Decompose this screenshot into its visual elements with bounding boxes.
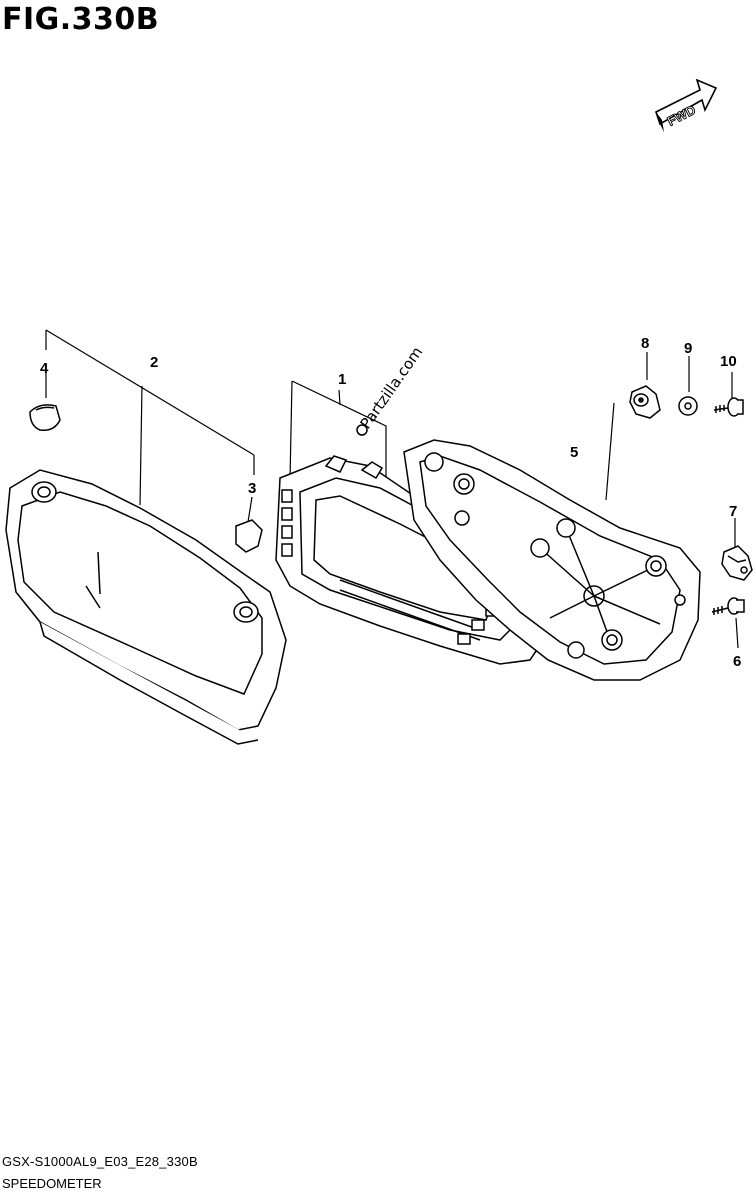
callout-10: 10 — [720, 353, 737, 370]
part-4-cushion — [29, 404, 61, 432]
part-9-washer — [678, 396, 698, 416]
callout-5: 5 — [570, 444, 578, 461]
callout-3: 3 — [248, 480, 256, 497]
callout-4: 4 — [40, 360, 49, 377]
part-10-screw — [713, 397, 744, 417]
meter-cover — [5, 469, 287, 745]
fwd-arrow-icon: FWD — [655, 78, 718, 132]
section-name: SPEEDOMETER — [2, 1176, 102, 1191]
callout-7: 7 — [729, 503, 737, 520]
callout-2: 2 — [150, 354, 158, 371]
meter-rear-case — [403, 439, 701, 681]
callout-9: 9 — [684, 340, 692, 357]
figure-title: FIG.330B — [2, 2, 160, 37]
part-7-clip — [721, 545, 753, 581]
callout-8: 8 — [641, 335, 649, 352]
watermark-text: Partzilla.com — [357, 343, 427, 432]
callout-1: 1 — [338, 371, 346, 388]
part-6-screw — [711, 597, 745, 615]
model-code: GSX-S1000AL9_E03_E28_330B — [2, 1154, 198, 1169]
leader-lines — [45, 329, 739, 649]
part-8-grommet — [629, 385, 661, 419]
callout-6: 6 — [733, 653, 741, 670]
part-3-cushion — [235, 519, 263, 553]
